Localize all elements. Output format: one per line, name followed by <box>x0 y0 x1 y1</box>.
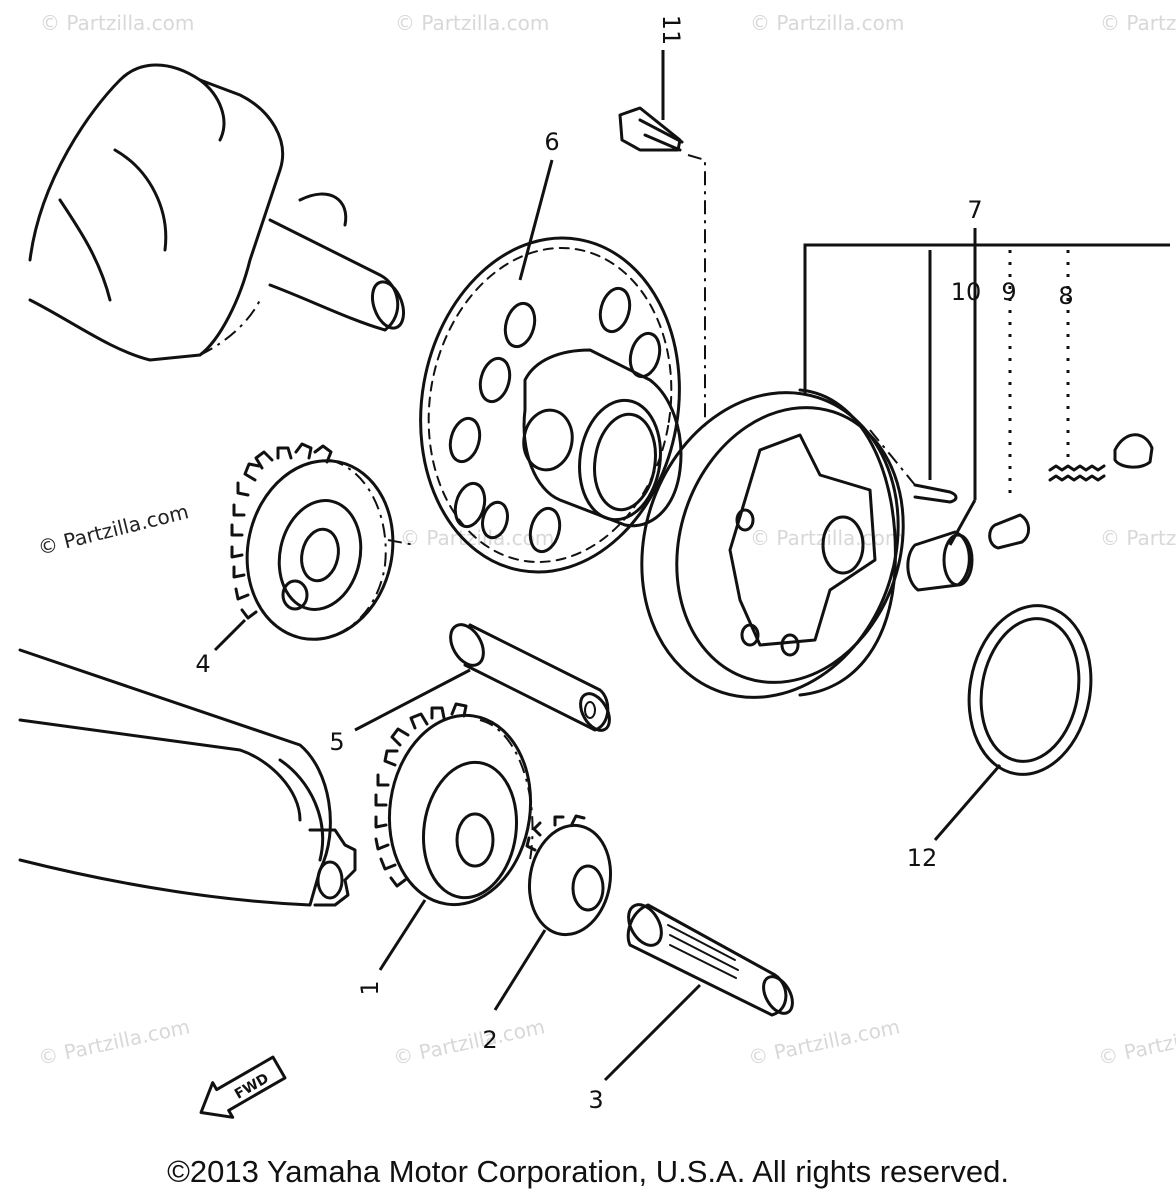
watermark: © Partzilla.com <box>1100 11 1176 35</box>
alignment-lines <box>387 154 916 546</box>
callout-5: 5 <box>329 728 344 756</box>
callout-10: 10 <box>951 278 982 306</box>
splined-shaft-3 <box>626 903 794 1017</box>
watermark: © Partzilla.com <box>746 1014 902 1070</box>
callout-labels: 1 2 3 4 5 6 7 8 9 10 11 12 <box>195 15 1073 1114</box>
watermark: © Partzilla.com <box>1100 526 1176 550</box>
callout-11: 11 <box>657 15 685 46</box>
bracket-10-9-8 <box>803 243 1170 395</box>
callout-7: 7 <box>967 196 982 224</box>
starter-motor <box>18 648 357 907</box>
leader-6 <box>518 159 554 281</box>
watermark: © Partzilla.com <box>391 1014 547 1070</box>
watermark-left: © Partzilla.com <box>35 499 191 560</box>
copyright-notice: ©2013 Yamaha Motor Corporation, U.S.A. A… <box>167 1154 1009 1189</box>
callout-8: 8 <box>1058 282 1073 310</box>
starter-wheel-gear-6 <box>419 236 683 574</box>
callout-3: 3 <box>588 1086 603 1114</box>
washer-12 <box>967 604 1093 776</box>
roller-and-spring-set <box>906 433 1154 592</box>
fwd-arrow-icon: FWD <box>199 1055 287 1119</box>
callout-9: 9 <box>1001 278 1016 306</box>
watermark: © Partzilla.com <box>395 11 549 35</box>
leader-4 <box>213 618 247 652</box>
idle-gear-1 <box>374 702 534 907</box>
watermark: © Partzilla.com <box>36 1014 192 1070</box>
leader-12 <box>933 764 1002 841</box>
leader-1 <box>378 899 427 971</box>
leader-3 <box>603 983 702 1082</box>
pinion-gear-2 <box>525 814 613 937</box>
callout-4: 4 <box>195 650 210 678</box>
leader-7-end <box>948 499 977 546</box>
callout-12: 12 <box>907 844 938 872</box>
watermark: © Partzilla.com <box>750 11 904 35</box>
callout-1: 1 <box>356 980 384 995</box>
bolt-11 <box>618 106 684 152</box>
idle-gear-4 <box>230 442 395 641</box>
idle-shaft-5 <box>449 623 611 732</box>
watermark: © Partzilla.com <box>400 526 554 550</box>
callout-2: 2 <box>482 1026 497 1054</box>
leader-5 <box>354 668 471 732</box>
watermark: © Partzilla.com <box>1096 1014 1176 1070</box>
crankshaft <box>28 63 406 362</box>
one-way-clutch-7 <box>640 388 905 699</box>
callout-6: 6 <box>544 128 559 156</box>
watermark: © Partzilla.com <box>40 11 194 35</box>
leader-lines <box>213 50 1170 1082</box>
leader-2 <box>493 929 547 1011</box>
watermarks: © Partzilla.com © Partzilla.com © Partzi… <box>35 11 1176 1070</box>
